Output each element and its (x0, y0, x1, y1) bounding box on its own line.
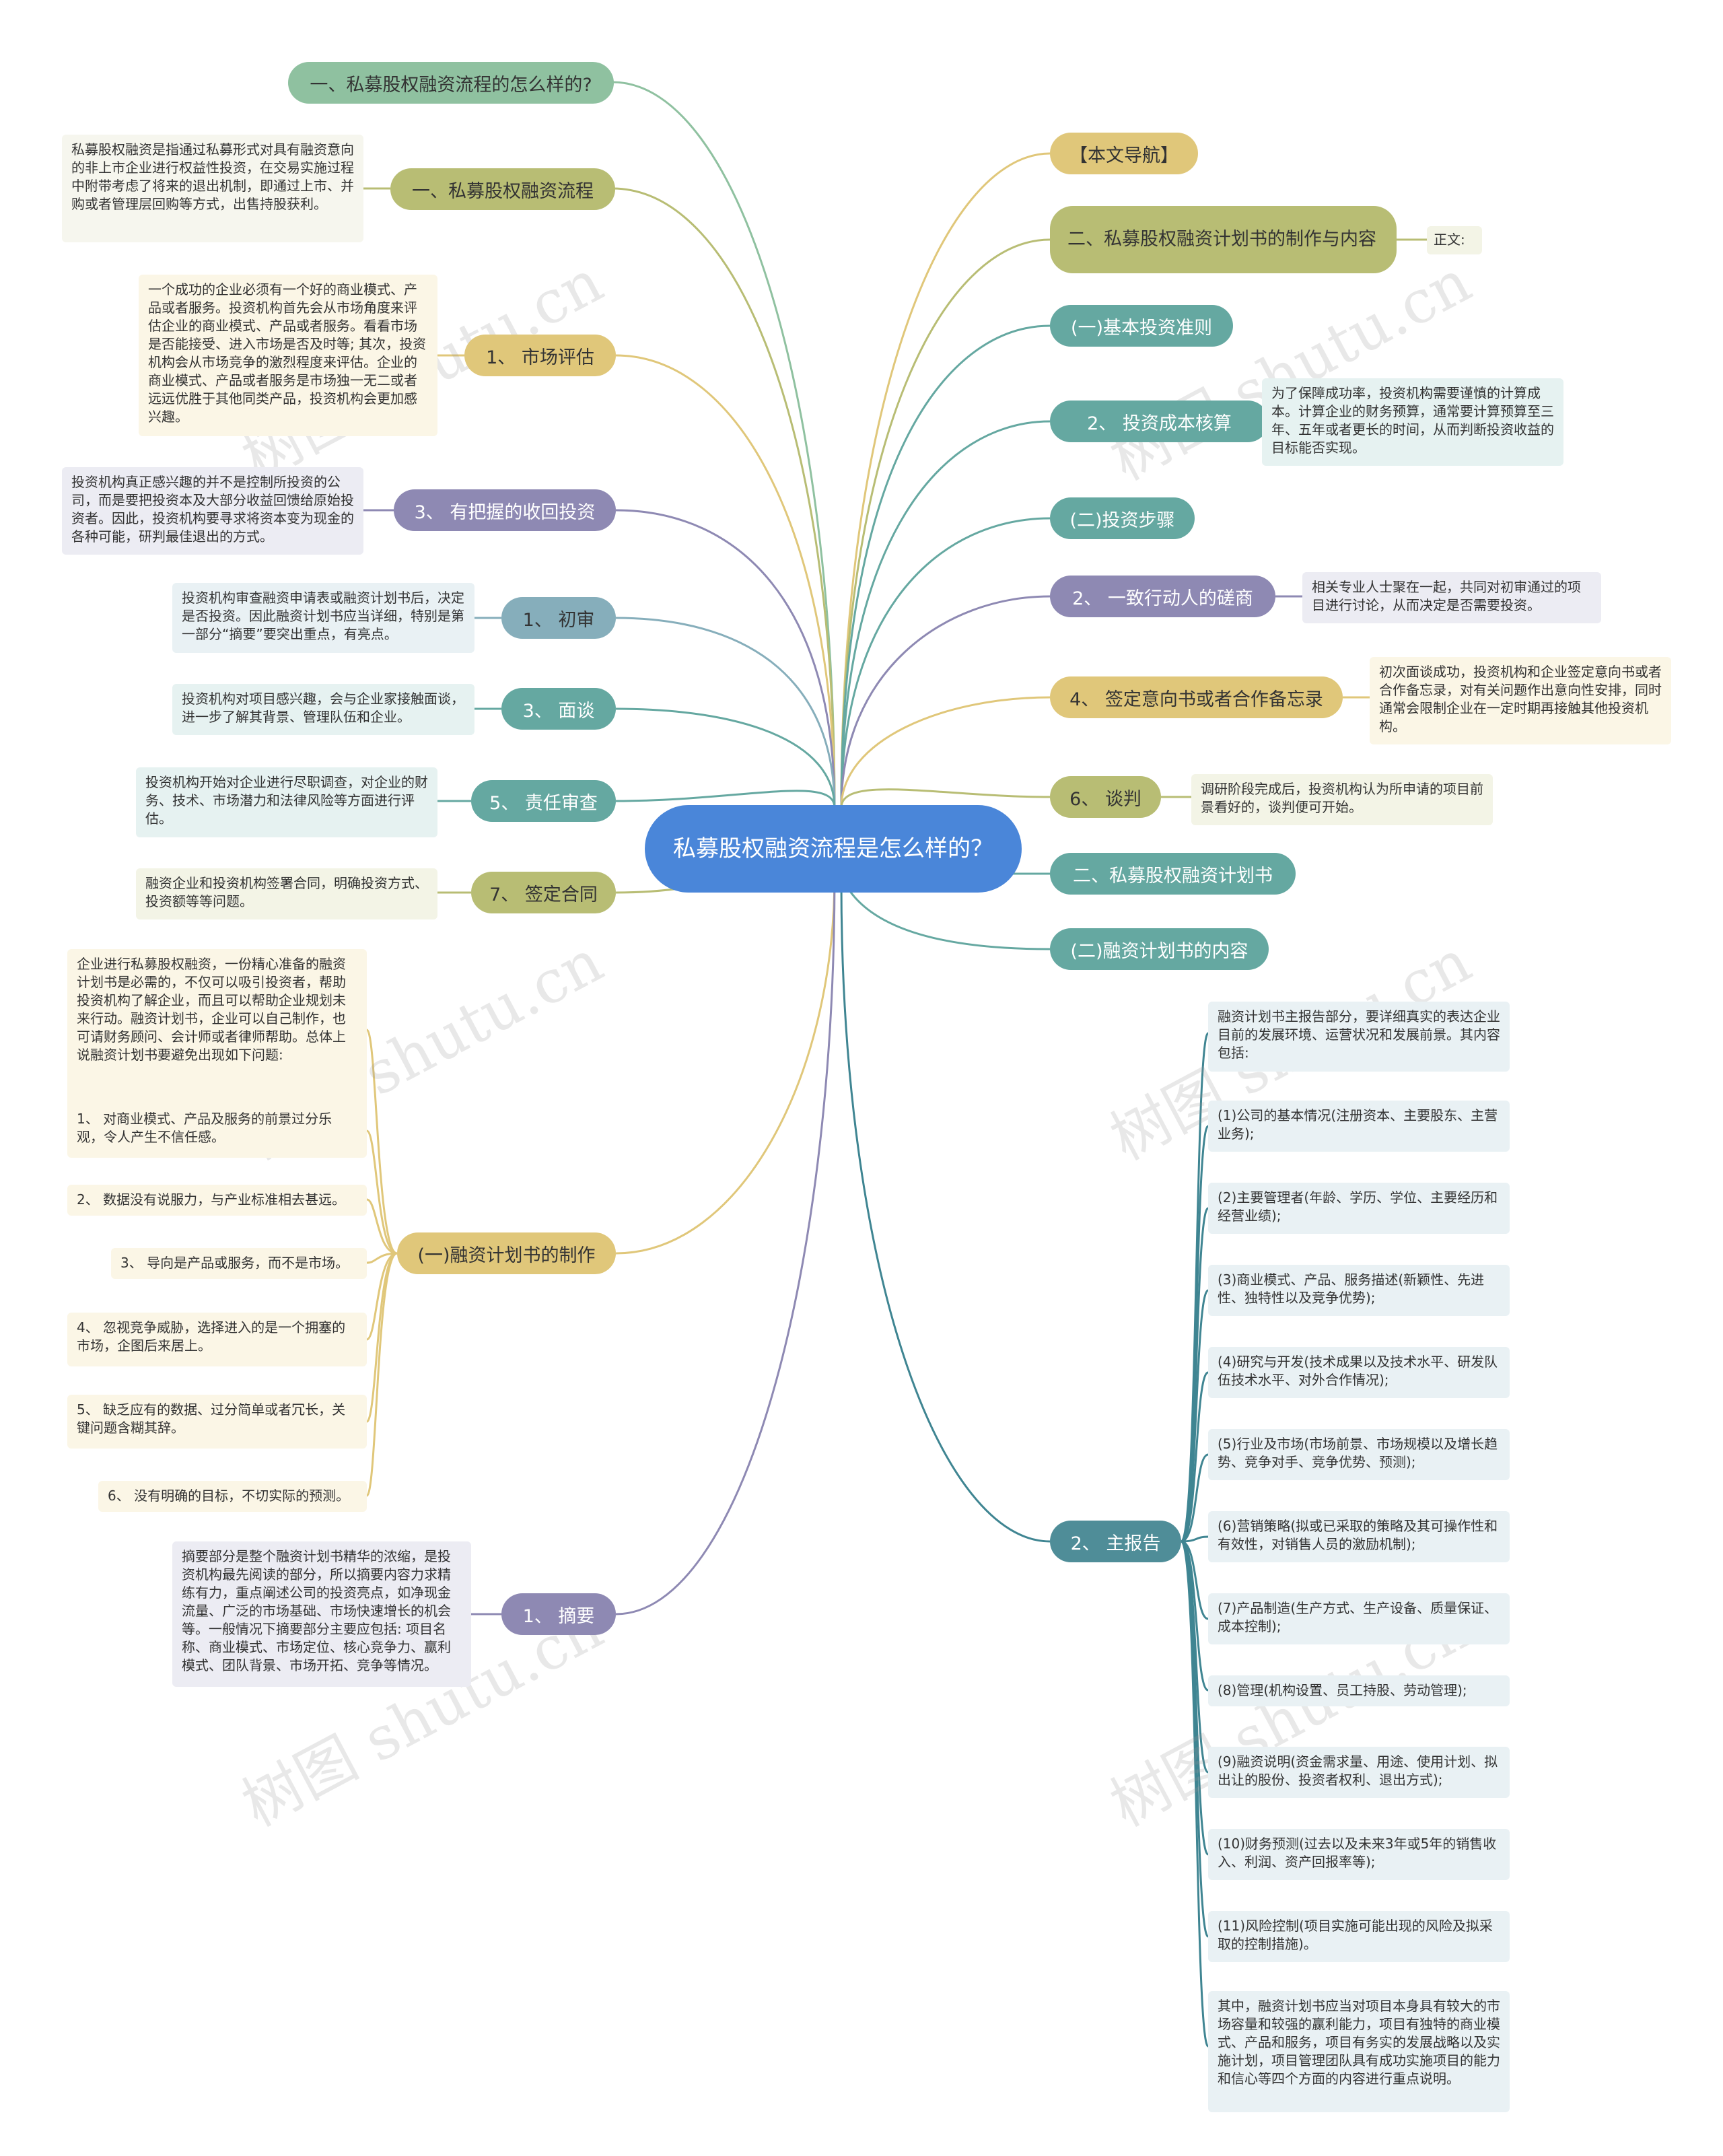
note-right-11-item: (2)主要管理者(年龄、学历、学位、主要经历和经营业绩); (1208, 1183, 1510, 1234)
note-right-11-item: (11)风险控制(项目实施可能出现的风险及拟采取的控制措施)。 (1208, 1911, 1510, 1962)
note-right-7: 初次面谈成功，投资机构和企业签定意向书或者合作备忘录，对有关问题作出意向性安排，… (1370, 657, 1671, 744)
branch-right-2[interactable]: 二、私募股权融资计划书的制作与内容 (1050, 206, 1397, 273)
note-right-11-intro: 融资计划书主报告部分，要详细真实的表达企业目前的发展环境、运营状况和发展前景。其… (1208, 1002, 1510, 1072)
note-left-9-item: 6、 没有明确的目标，不切实际的预测。 (98, 1481, 367, 1512)
branch-right-10[interactable]: (二)融资计划书的内容 (1050, 928, 1269, 970)
note-left-9-item: 5、 缺乏应有的数据、过分简单或者冗长，关键问题含糊其辞。 (67, 1395, 367, 1449)
note-left-2: 私募股权融资是指通过私募形式对具有融资意向的非上市企业进行权益性投资，在交易实施… (62, 135, 363, 242)
note-left-8: 融资企业和投资机构签署合同，明确投资方式、投资额等等问题。 (136, 868, 437, 919)
branch-right-9[interactable]: 二、私募股权融资计划书 (1050, 853, 1296, 895)
note-right-11-item: (9)融资说明(资金需求量、用途、使用计划、拟出让的股份、投资者权利、退出方式)… (1208, 1747, 1510, 1798)
note-left-9-intro: 企业进行私募股权融资，一份精心准备的融资计划书是必需的，不仅可以吸引投资者，帮助… (67, 949, 367, 1111)
note-right-11-item: (6)营销策略(拟或已采取的策略及其可操作性和有效性，对销售人员的激励机制); (1208, 1511, 1510, 1562)
note-right-11-item: (5)行业及市场(市场前景、市场规模以及增长趋势、竞争对手、竞争优势、预测); (1208, 1429, 1510, 1480)
central-topic[interactable]: 私募股权融资流程是怎么样的？ (645, 805, 1022, 893)
branch-left-3[interactable]: 1、 市场评估 (464, 335, 616, 376)
note-left-4: 投资机构真正感兴趣的并不是控制所投资的公司，而是要把投资本及大部分收益回馈给原始… (62, 467, 363, 555)
branch-left-9[interactable]: (一)融资计划书的制作 (397, 1232, 616, 1274)
note-right-6: 相关专业人士聚在一起，共同对初审通过的项目进行讨论，从而决定是否需要投资。 (1302, 572, 1601, 623)
note-left-9-item: 3、 导向是产品或服务，而不是市场。 (111, 1248, 367, 1279)
branch-left-7[interactable]: 5、 责任审查 (471, 780, 616, 822)
branch-right-1[interactable]: 【本文导航】 (1050, 133, 1198, 174)
note-right-11-item: (7)产品制造(生产方式、生产设备、质量保证、成本控制); (1208, 1593, 1510, 1644)
branch-right-5[interactable]: (二)投资步骤 (1050, 497, 1195, 539)
note-right-11-item: (1)公司的基本情况(注册资本、主要股东、主营业务); (1208, 1101, 1510, 1152)
note-right-11-item: (8)管理(机构设置、员工持股、劳动管理); (1208, 1675, 1510, 1706)
note-left-3: 一个成功的企业必须有一个好的商业模式、产品或者服务。投资机构首先会从市场角度来评… (139, 275, 437, 436)
note-right-11-item: (10)财务预测(过去以及未来3年或5年的销售收入、利润、资产回报率等); (1208, 1829, 1510, 1880)
branch-left-4[interactable]: 3、 有把握的收回投资 (394, 489, 616, 531)
note-left-9-item: 1、 对商业模式、产品及服务的前景过分乐观，令人产生不信任感。 (67, 1104, 367, 1158)
branch-left-8[interactable]: 7、 签定合同 (471, 872, 616, 913)
branch-right-11[interactable]: 2、 主报告 (1050, 1521, 1181, 1562)
branch-right-8[interactable]: 6、 谈判 (1050, 776, 1161, 818)
note-right-2: 正文: (1427, 226, 1482, 254)
note-left-7: 投资机构开始对企业进行尽职调查，对企业的财务、技术、市场潜力和法律风险等方面进行… (136, 767, 437, 837)
branch-right-3[interactable]: (一)基本投资准则 (1050, 305, 1233, 347)
branch-left-10[interactable]: 1、 摘要 (501, 1593, 616, 1635)
note-left-9-item: 2、 数据没有说服力，与产业标准相去甚远。 (67, 1185, 367, 1216)
branch-right-6[interactable]: 2、 一致行动人的磋商 (1050, 576, 1275, 617)
note-right-11-item: (3)商业模式、产品、服务描述(新颖性、先进性、独特性以及竞争优势); (1208, 1265, 1510, 1316)
branch-right-7[interactable]: 4、 签定意向书或者合作备忘录 (1050, 676, 1343, 718)
branch-left-5[interactable]: 1、 初审 (501, 597, 616, 639)
note-right-11-summary: 其中，融资计划书应当对项目本身具有较大的市场容量和较强的赢利能力，项目有独特的商… (1208, 1991, 1510, 2112)
branch-left-6[interactable]: 3、 面谈 (501, 688, 616, 730)
branch-left-2[interactable]: 一、私募股权融资流程 (390, 168, 615, 210)
note-left-9-item: 4、 忽视竞争威胁，选择进入的是一个拥塞的市场，企图后来居上。 (67, 1313, 367, 1366)
branch-right-4[interactable]: 2、 投资成本核算 (1050, 401, 1269, 442)
note-left-6: 投资机构对项目感兴趣，会与企业家接触面谈，进一步了解其背景、管理队伍和企业。 (172, 684, 474, 735)
branch-left-1[interactable]: 一、私募股权融资流程的怎么样的? (288, 62, 614, 104)
note-right-11-item: (4)研究与开发(技术成果以及技术水平、研发队伍技术水平、对外合作情况); (1208, 1347, 1510, 1398)
note-left-5: 投资机构审查融资申请表或融资计划书后，决定是否投资。因此融资计划书应当详细，特别… (172, 583, 474, 653)
note-left-10: 摘要部分是整个融资计划书精华的浓缩，是投资机构最先阅读的部分，所以摘要内容力求精… (172, 1541, 471, 1687)
note-right-4: 为了保障成功率，投资机构需要谨慎的计算成本。计算企业的财务预算，通常要计算预算至… (1262, 378, 1563, 466)
note-right-8: 调研阶段完成后，投资机构认为所申请的项目前景看好的，谈判便可开始。 (1191, 774, 1493, 825)
